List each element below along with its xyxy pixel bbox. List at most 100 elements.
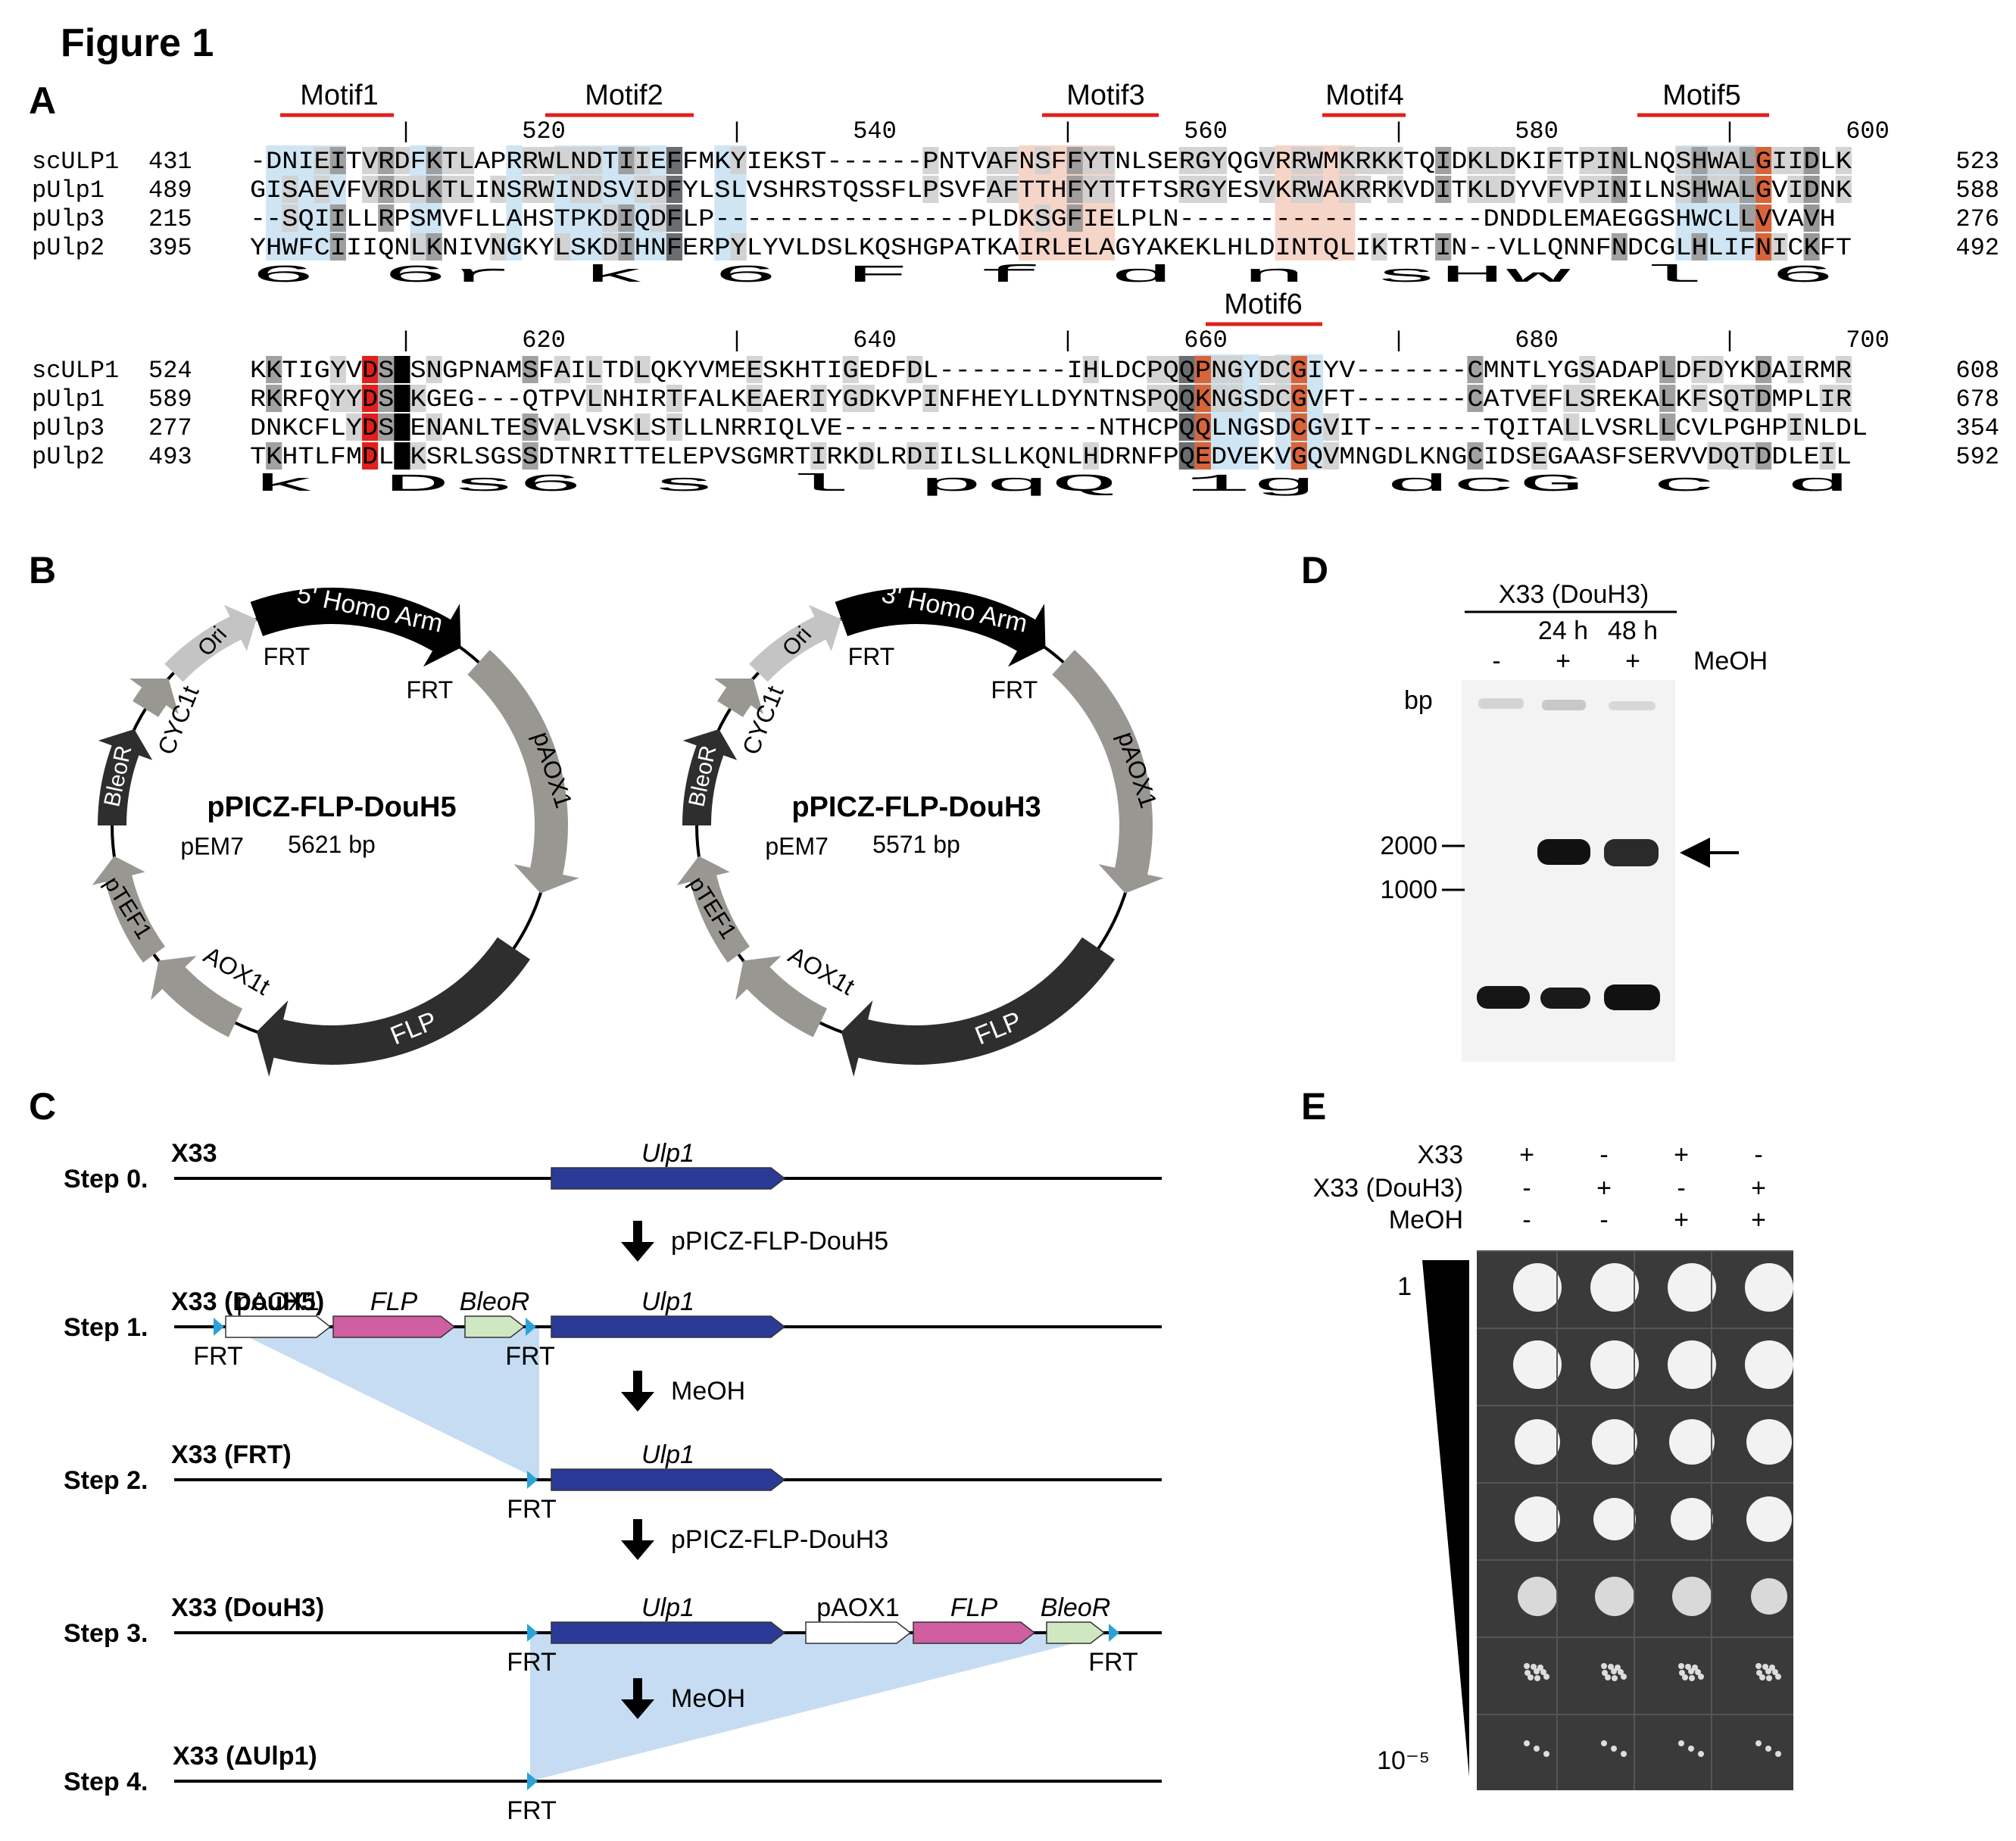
residue-shade xyxy=(410,233,426,261)
yeast-spot xyxy=(1745,1263,1793,1312)
sequence-end: 523 xyxy=(1955,148,1999,176)
residue-shade xyxy=(666,233,683,261)
residue-shade xyxy=(618,147,635,174)
ulp1-gene-label: Ulp1 xyxy=(641,1139,694,1168)
residue-shade xyxy=(1290,356,1307,383)
residue-shade xyxy=(1835,176,1852,203)
panel-e-letter: E xyxy=(1301,1085,1326,1128)
residue-shade xyxy=(1691,356,1708,383)
consensus-line: k Ds6 s l pqQ 1g dcG c d xyxy=(250,470,1852,498)
residue-shade xyxy=(634,356,651,383)
residue-shade xyxy=(1483,147,1500,174)
transition-label: pPICZ-FLP-DouH5 xyxy=(671,1227,888,1256)
transition-arrow-head xyxy=(621,1392,654,1412)
ruler-number: 600 xyxy=(1846,117,1890,145)
sequence-name: scULP1 xyxy=(32,148,119,176)
residue-shade xyxy=(457,176,475,203)
yeast-spot xyxy=(1590,1263,1639,1312)
residue-shade xyxy=(1579,385,1596,412)
residue-shade xyxy=(1355,176,1372,203)
residue-shade xyxy=(1082,147,1099,174)
residue-shade xyxy=(1259,356,1275,383)
residue-shade xyxy=(378,356,395,383)
gel-bp-label: bp xyxy=(1404,686,1433,715)
residue-shade xyxy=(1194,356,1211,383)
step-label: Step 4. xyxy=(64,1768,148,1796)
residue-shade xyxy=(1739,204,1756,232)
yeast-colony xyxy=(1755,1663,1762,1669)
residue-shade xyxy=(650,176,666,203)
residue-shade xyxy=(1499,147,1515,174)
spot-row-label: MeOH xyxy=(1389,1206,1463,1234)
residue-shade xyxy=(1563,413,1580,441)
residue-shade xyxy=(1178,147,1195,174)
spot-row-label: X33 (DouH3) xyxy=(1313,1174,1463,1203)
residue-shade xyxy=(1371,147,1387,174)
gel-band-2000-lane2 xyxy=(1537,839,1590,865)
paox1-gene xyxy=(225,1315,332,1338)
residue-shade xyxy=(426,147,442,174)
frt-label: FRT xyxy=(507,1796,556,1825)
residue-shade xyxy=(1178,385,1195,412)
flp-gene-label: FLP xyxy=(950,1593,998,1622)
flp-arrow xyxy=(841,937,1115,1077)
sequence-name: pUlp3 xyxy=(32,205,105,233)
residue-shade xyxy=(378,385,395,412)
residue-shade xyxy=(410,176,426,203)
paox1-arrow xyxy=(1052,650,1164,894)
spot-sign: + xyxy=(1674,1140,1689,1169)
residue-shade xyxy=(1723,442,1740,470)
residue-shade xyxy=(1563,385,1580,412)
spot-sign: + xyxy=(1751,1174,1766,1203)
residue-shade xyxy=(907,442,923,470)
yeast-colony xyxy=(1765,1668,1771,1674)
frt-site xyxy=(527,1772,538,1790)
frt-label: FRT xyxy=(505,1342,554,1371)
yeast-colony xyxy=(1688,1668,1694,1674)
residue-shade xyxy=(1435,176,1452,203)
residue-shade xyxy=(314,147,330,174)
residue-shade xyxy=(1467,176,1484,203)
residue-shade xyxy=(1003,147,1019,174)
ulp1-gene-label: Ulp1 xyxy=(641,1440,694,1469)
yeast-colony xyxy=(1695,1669,1701,1675)
gel-time-48h: 48 h xyxy=(1608,616,1658,645)
residue-shade xyxy=(1066,147,1083,174)
sequence-residues: TKHTLFMDLIKSRLSGSSDTNRITTELEPVSGMRTIRKDL… xyxy=(250,443,1852,471)
residue-shade xyxy=(1835,147,1852,174)
residue-shade xyxy=(570,176,587,203)
residue-shade xyxy=(1194,147,1211,174)
gel-meoh-label: MeOH xyxy=(1693,647,1768,676)
residue-shade xyxy=(442,147,458,174)
yeast-colony xyxy=(1775,1751,1781,1757)
ruler-tick: | xyxy=(399,120,413,145)
sequence-start: 395 xyxy=(148,234,192,262)
transition-arrow-shaft xyxy=(633,1519,642,1540)
residue-shade xyxy=(1755,356,1772,383)
residue-shade xyxy=(1739,176,1756,203)
yeast-spot xyxy=(1746,1496,1792,1542)
yeast-spot xyxy=(1592,1419,1637,1465)
sequence-residues: -DNIEITVRDFKTLAPRRWLNDTIIEFFMKYIEKST----… xyxy=(250,148,1852,176)
yeast-colony xyxy=(1540,1669,1546,1675)
residue-shade xyxy=(1467,442,1484,470)
residue-shade xyxy=(362,385,379,412)
ruler-number: 580 xyxy=(1515,117,1559,145)
residue-shade xyxy=(1323,413,1340,441)
sequence-end: 276 xyxy=(1955,205,1999,233)
yeast-colony xyxy=(1692,1665,1698,1671)
residue-shade xyxy=(1194,385,1211,412)
residue-shade xyxy=(1259,385,1275,412)
yeast-colony xyxy=(1759,1674,1765,1680)
flp-gene xyxy=(332,1315,456,1338)
sequence-start: 431 xyxy=(148,148,192,176)
residue-shade xyxy=(1162,356,1179,383)
yeast-colony xyxy=(1524,1740,1530,1746)
gel-panel: X33 (DouH3) 24 h 48 h - + + MeOH bp 2000… xyxy=(1380,580,1768,1062)
residue-shade xyxy=(1707,356,1724,383)
residue-shade xyxy=(666,147,683,174)
yeast-colony xyxy=(1769,1665,1775,1671)
flp-gene xyxy=(913,1621,1036,1644)
residue-shade xyxy=(1835,356,1852,383)
